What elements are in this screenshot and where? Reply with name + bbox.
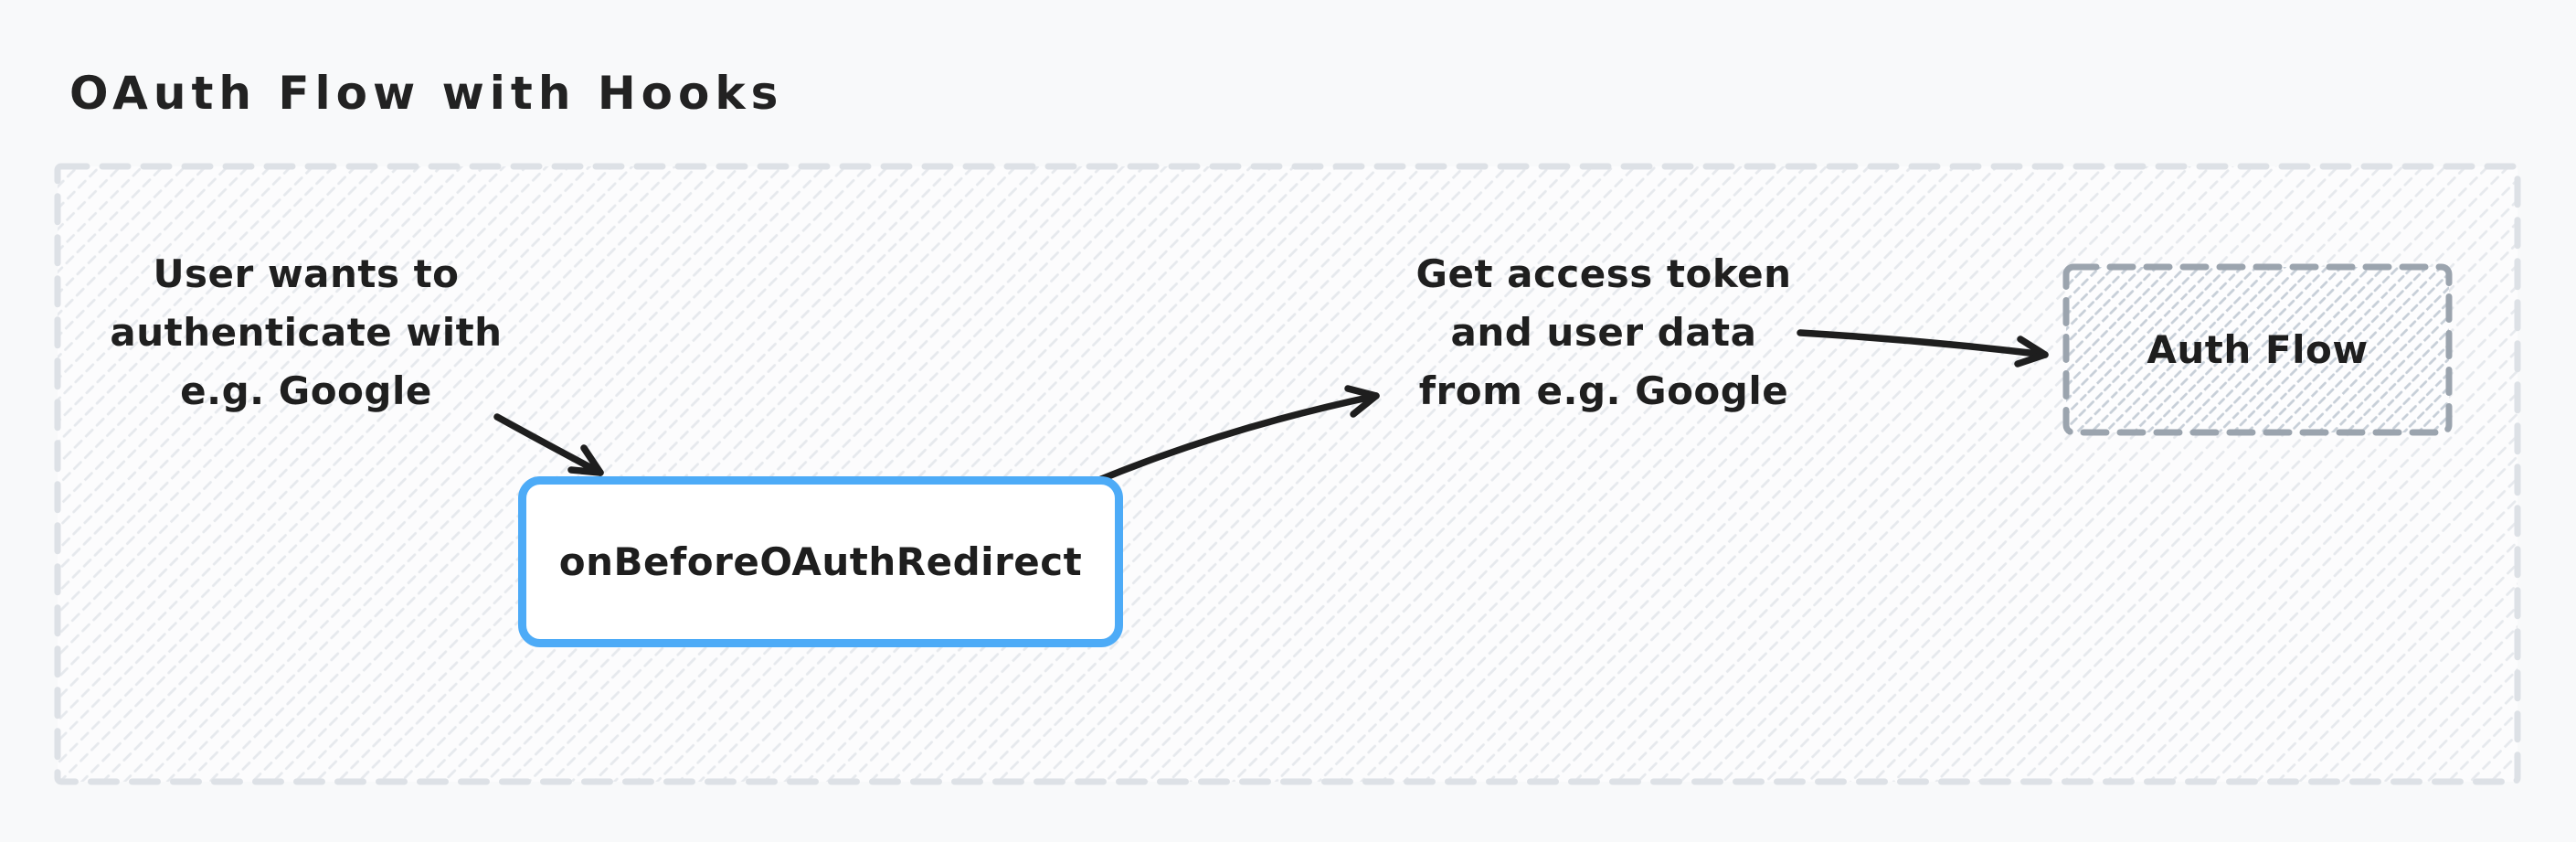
note-get-token-line-1: Get access token: [1415, 251, 1792, 296]
node-onbeforeoauthredirect: onBeforeOAuthRedirect: [518, 476, 1123, 647]
flow-container-border: [54, 163, 2521, 785]
note-user-intent-line-1: User wants to: [153, 251, 460, 296]
diagram-title: OAuth Flow with Hooks: [69, 67, 784, 120]
note-user-intent: User wants to authenticate with e.g. Goo…: [96, 245, 516, 421]
auth-flow-node-fill: [2066, 267, 2449, 432]
arrow-token-to-authflow: [1797, 329, 2049, 368]
note-get-token: Get access token and user data from e.g.…: [1394, 245, 1814, 421]
note-user-intent-line-2: authenticate with: [110, 310, 503, 355]
node-auth-flow: Auth Flow: [2066, 267, 2449, 432]
arrow-user-to-hook: [493, 413, 604, 476]
arrow-hook-to-token: [1091, 385, 1380, 485]
note-get-token-line-2: and user data: [1450, 310, 1757, 355]
node-auth-flow-label: Auth Flow: [2147, 327, 2369, 372]
node-onbeforeoauthredirect-label: onBeforeOAuthRedirect: [558, 539, 1083, 584]
note-user-intent-line-3: e.g. Google: [180, 368, 432, 413]
auth-flow-node-border: [2062, 263, 2453, 436]
note-get-token-line-3: from e.g. Google: [1418, 368, 1789, 413]
